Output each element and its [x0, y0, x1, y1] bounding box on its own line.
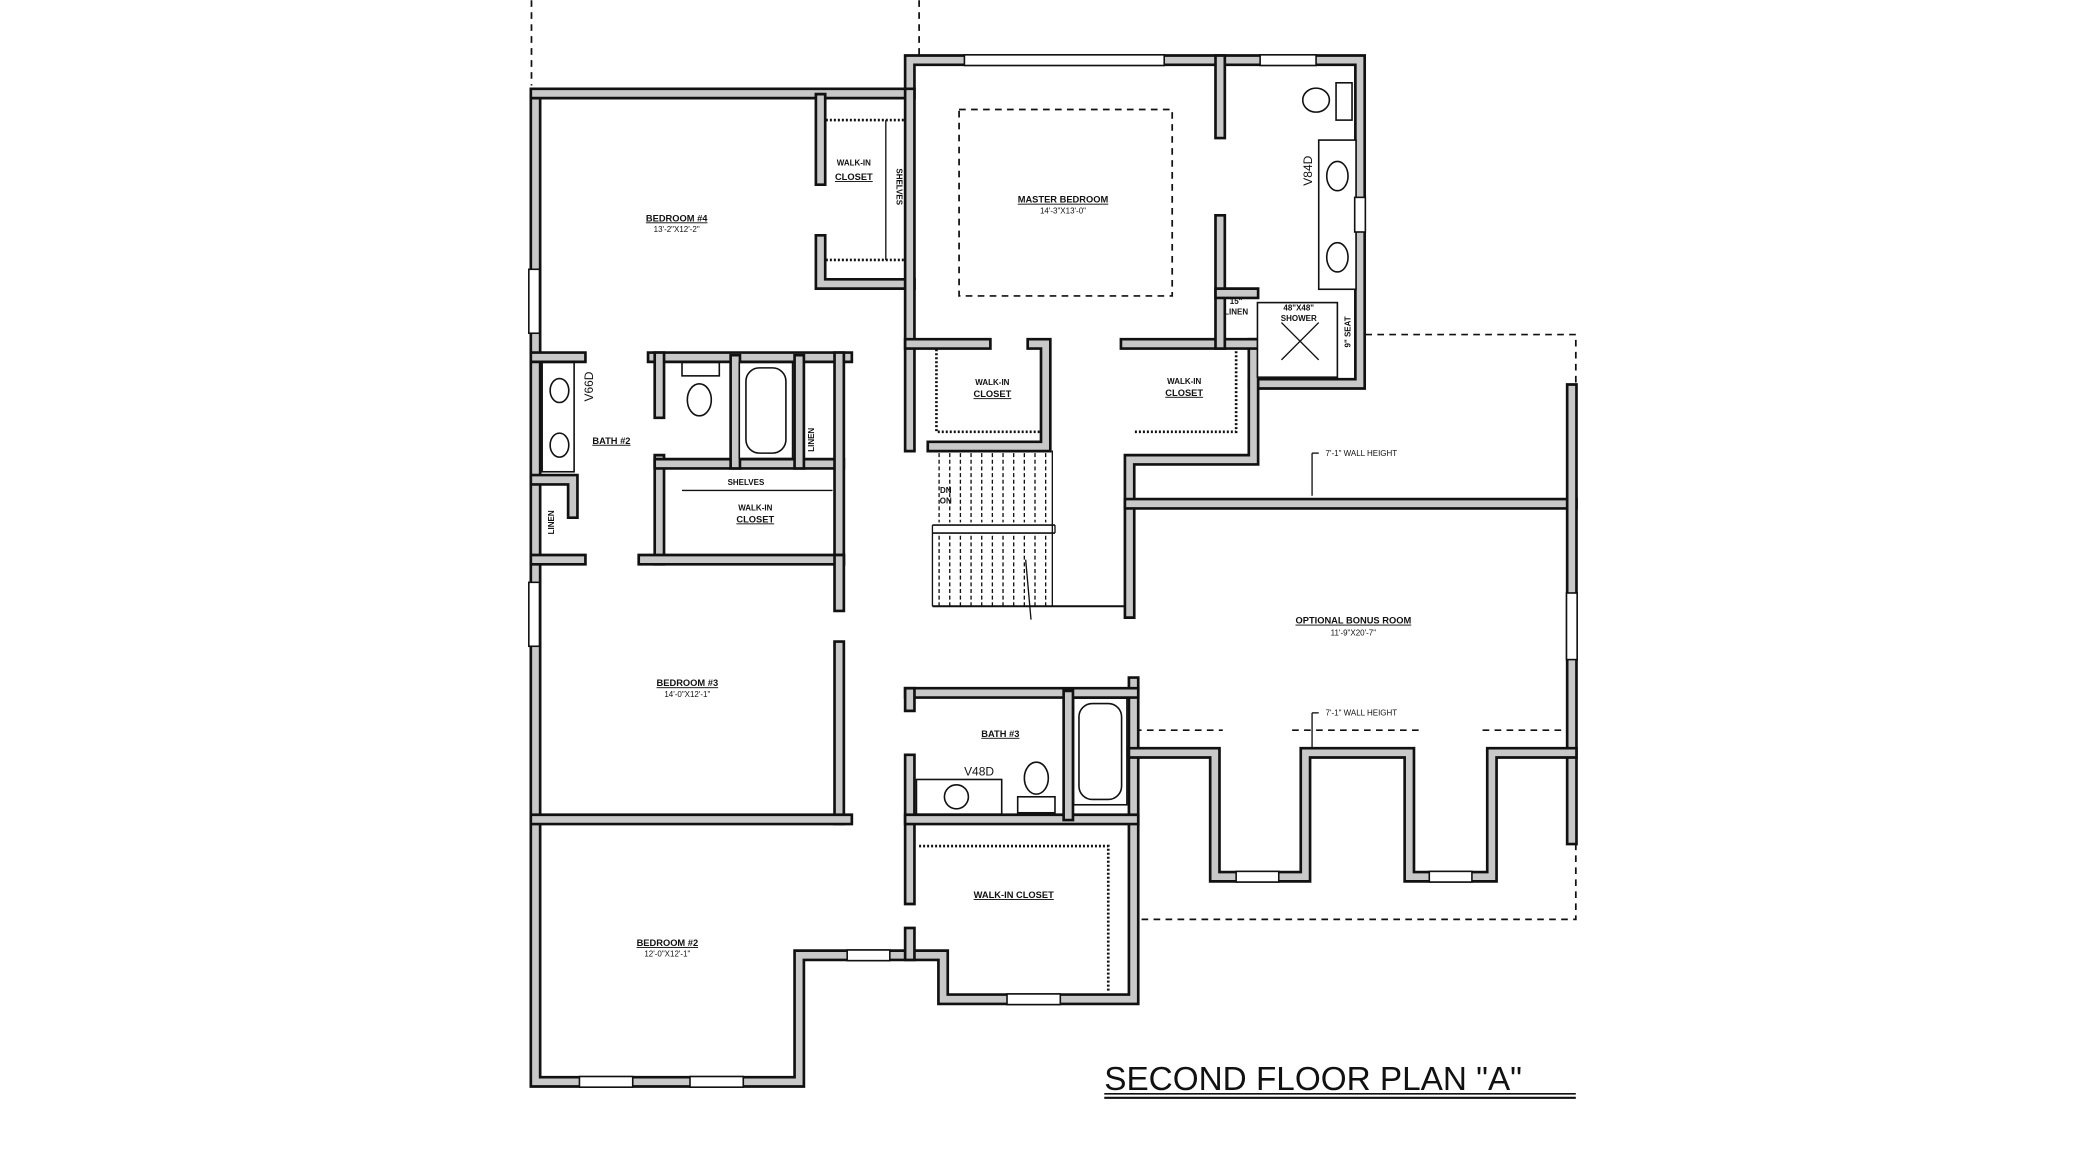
shelves-label: SHELVES — [728, 478, 765, 487]
wall-height-note: 7'-1" WALL HEIGHT — [1326, 449, 1398, 458]
window — [1006, 993, 1062, 1006]
closet-label: CLOSET — [973, 389, 1011, 399]
plan-title: SECOND FLOOR PLAN "A" — [1104, 1061, 1522, 1098]
closet-label: WALK-IN — [837, 158, 871, 167]
room-name-bedroom4: BEDROOM #4 — [646, 213, 708, 223]
window — [528, 268, 541, 335]
room-labels: BEDROOM #4 13'-2"X12'-2" MASTER BEDROOM … — [547, 155, 1576, 1099]
window — [1428, 870, 1473, 883]
linen-label: LINEN — [807, 428, 816, 452]
stair-label: DN — [940, 486, 952, 495]
wall-segment — [1130, 749, 1576, 881]
sink-icon — [549, 432, 570, 458]
window — [1565, 592, 1578, 661]
window — [528, 581, 541, 648]
tray-ceiling-outline — [958, 108, 1174, 297]
room-name-bath3: BATH #3 — [981, 729, 1019, 739]
closet-label: WALK-IN — [975, 378, 1009, 387]
dashed-outlines — [530, 0, 1577, 921]
closet-label: WALK-IN CLOSET — [974, 890, 1054, 900]
stair-label: ON — [940, 497, 952, 506]
vanity-label: V84D — [1301, 155, 1315, 185]
window — [1235, 870, 1280, 883]
wall-segment — [1126, 340, 1257, 617]
room-name-bath2: BATH #2 — [592, 436, 630, 446]
closet-label: CLOSET — [1165, 388, 1203, 398]
vanity-label: V48D — [964, 764, 994, 778]
fixtures — [528, 54, 1578, 1088]
toilet-icon — [686, 383, 713, 417]
toilet-tank-icon — [1335, 82, 1353, 121]
wall-segment — [814, 233, 916, 290]
vanity-label: V66D — [582, 371, 596, 401]
room-name-master: MASTER BEDROOM — [1018, 195, 1109, 205]
wall-segment — [817, 236, 914, 288]
linen-label: 15" — [1230, 297, 1243, 306]
bathtub-icon — [1078, 702, 1123, 801]
sink-icon — [1325, 241, 1349, 273]
wall-height-note: 7'-1" WALL HEIGHT — [1326, 709, 1398, 718]
window — [1353, 196, 1367, 233]
window — [689, 1075, 745, 1088]
stair-tread — [1025, 559, 1032, 620]
closet-label: CLOSET — [835, 172, 873, 182]
sink-icon — [1325, 160, 1349, 192]
window — [963, 54, 1166, 67]
wall-segment — [1127, 746, 1578, 883]
closet-label: CLOSET — [736, 514, 774, 524]
closet-label: WALK-IN — [738, 503, 772, 512]
room-size-bedroom4: 13'-2"X12'-2" — [654, 225, 700, 234]
room-size-bedroom2: 12'-0"X12'-1" — [644, 950, 690, 959]
room-size-bedroom3: 14'-0"X12'-1" — [664, 690, 710, 699]
toilet-tank-icon — [1016, 795, 1056, 814]
room-name-bedroom2: BEDROOM #2 — [637, 938, 699, 948]
bathtub-icon — [745, 367, 787, 454]
sink-icon — [549, 377, 570, 404]
wall-segment — [929, 340, 1049, 450]
window — [846, 949, 891, 962]
room-size-bonus: 11'-9"X20'-7" — [1331, 629, 1377, 638]
linen-label: LINEN — [547, 510, 556, 534]
room-name-bonus: OPTIONAL BONUS ROOM — [1295, 616, 1411, 626]
shower-stall — [1256, 301, 1339, 378]
staircase — [931, 450, 1126, 620]
linen-label: LINEN — [1224, 308, 1248, 317]
shower-label: 48"X48" — [1283, 304, 1314, 313]
shelves-label: SHELVES — [894, 168, 903, 205]
toilet-icon — [1301, 87, 1331, 113]
closet-label: WALK-IN — [1167, 377, 1201, 386]
wall-segment — [532, 476, 577, 517]
shower-label: SHOWER — [1281, 314, 1317, 323]
walls — [529, 54, 1578, 1088]
room-size-master: 14'-3"X13'-0" — [1040, 206, 1086, 215]
window — [578, 1075, 634, 1088]
sink-icon — [943, 783, 970, 810]
toilet-icon — [1023, 761, 1050, 795]
room-name-bedroom3: BEDROOM #3 — [657, 678, 719, 688]
window — [1259, 54, 1317, 67]
seat-label: 9" SEAT — [1344, 316, 1353, 347]
toilet-tank-icon — [681, 361, 721, 377]
